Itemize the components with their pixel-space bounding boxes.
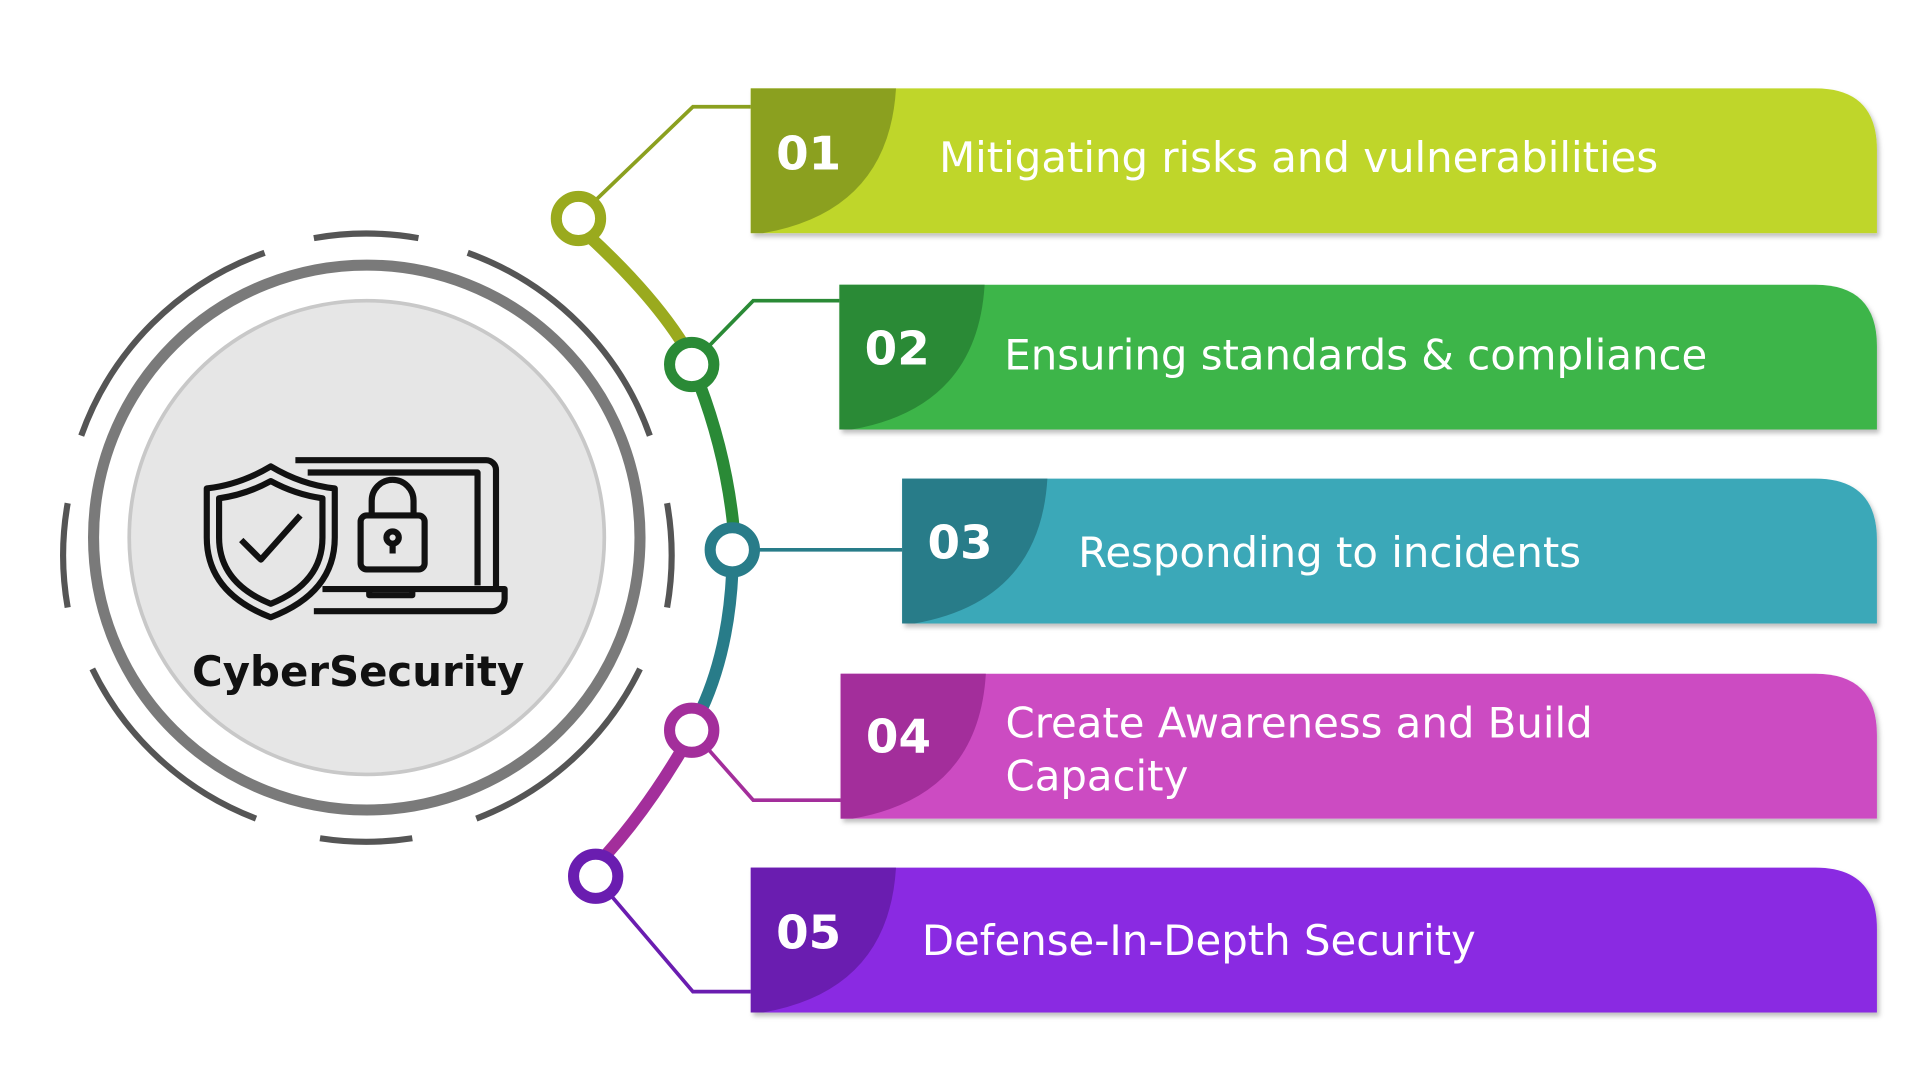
number-tab [750, 88, 896, 234]
number-tab [750, 867, 896, 1013]
item-label: Responding to incidents [1078, 528, 1581, 577]
item-label: Defense-In-Depth Security [922, 916, 1476, 965]
bar-body [902, 478, 1877, 624]
item-bar-05 [750, 867, 1877, 1013]
center-title: CyberSecurity [192, 647, 524, 696]
bar-body [839, 284, 1877, 430]
timeline-node-01 [550, 190, 607, 247]
item-number: 01 [776, 127, 841, 181]
timeline-node-05 [568, 848, 624, 904]
item-label-line1: Create Awareness and Build [1006, 699, 1593, 748]
item-bar-02 [839, 284, 1877, 430]
timeline-node-02 [664, 336, 720, 393]
shield-laptop-lock-icon [203, 457, 508, 621]
number-tab [902, 478, 1048, 624]
inner-disc [127, 298, 607, 777]
bar-body [750, 867, 1877, 1013]
bar-body [840, 673, 1877, 819]
connectors [591, 104, 903, 994]
item-number: 02 [865, 323, 930, 377]
timeline-node-03 [704, 522, 761, 578]
outer-dashed-ring [60, 230, 675, 845]
item-number: 05 [776, 907, 841, 961]
bar-body [750, 88, 1877, 234]
timeline-arc [584, 231, 740, 860]
timeline-node-04 [664, 702, 720, 758]
item-bar-03 [902, 478, 1877, 624]
item-bar-01 [750, 88, 1877, 234]
center-emblem: CyberSecurity [60, 230, 675, 845]
item-number: 03 [927, 516, 992, 570]
item-number: 04 [866, 710, 931, 764]
item-bar-04 [840, 673, 1877, 819]
number-tab [839, 284, 985, 430]
item-label: Mitigating risks and vulnerabilities [939, 133, 1658, 182]
item-label-line2: Capacity [1006, 751, 1189, 800]
item-label: Ensuring standards & compliance [1004, 330, 1707, 379]
number-tab [840, 673, 986, 819]
gray-ring [88, 259, 646, 816]
